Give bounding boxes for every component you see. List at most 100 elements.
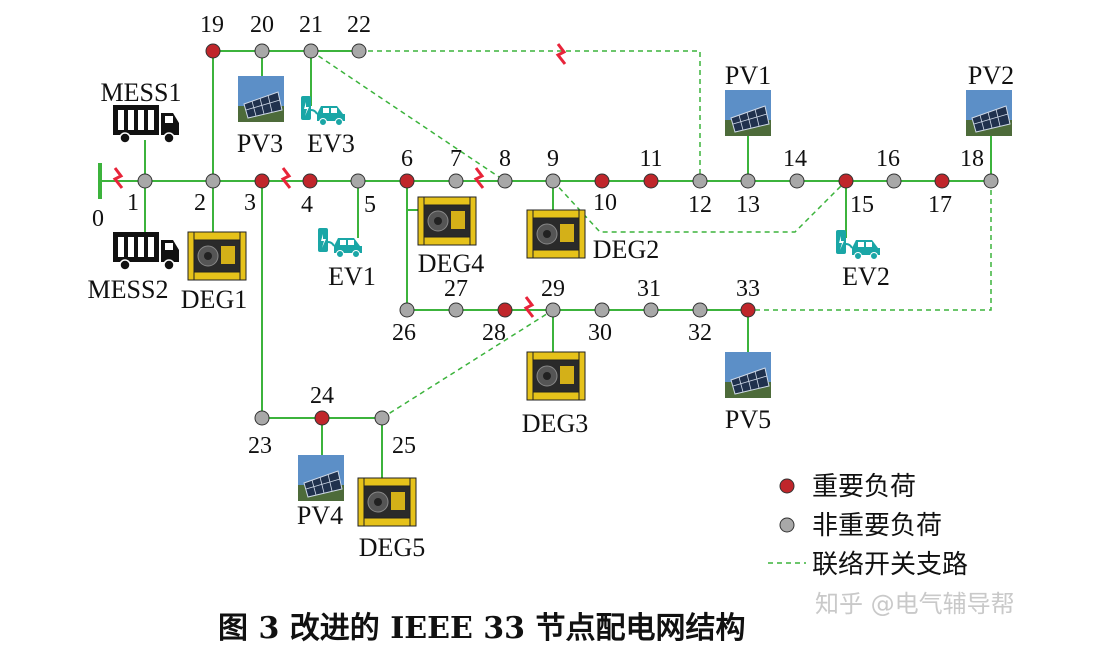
tie-branch-21-8 [310,50,506,182]
figure-caption: 图 3 改进的 IEEE 33 节点配电网结构 [218,611,745,646]
bus-node-15 [838,173,854,189]
tie-branch-25-29 [381,309,554,419]
truck-icon-mess1 [112,104,180,144]
bus-node-27 [448,302,464,318]
legend-normal-marker [779,517,795,533]
bus-node-33 [740,302,756,318]
component-label-pv5: PV5 [725,405,771,434]
node-label-6: 6 [401,146,413,172]
bus-node-29 [545,302,561,318]
fault-icon-3-4 [281,166,292,190]
bus-node-1 [137,173,153,189]
node-label-25: 25 [392,433,416,459]
legend-important-label: 重要负荷 [812,472,916,502]
component-label-mess2: MESS2 [88,275,169,304]
tie-branch-9-15 [552,180,847,233]
bus-node-9 [545,173,561,189]
truck-icon-mess2 [112,231,180,271]
bus-node-21 [303,43,319,59]
watermark: 知乎 @电气辅导帮 [815,590,1015,618]
node-label-12: 12 [688,192,712,218]
bus-node-4 [302,173,318,189]
node-label-31: 31 [637,276,661,302]
node-label-11: 11 [639,146,662,172]
legend: 重要负荷 非重要负荷 联络开关支路 [768,472,968,580]
component-label-ev3: EV3 [307,129,355,158]
pv-icon-pv2 [965,89,1013,137]
component-label-pv4: PV4 [297,501,343,530]
pv-icon-pv4 [297,454,345,502]
node-label-1: 1 [127,190,139,216]
bus-nodes [98,43,999,426]
fault-icon-22-12 [556,42,567,66]
pv-icon-pv1 [724,89,772,137]
generator-icon-deg1 [187,231,247,281]
legend-normal-label: 非重要负荷 [812,511,942,541]
node-label-15: 15 [850,192,874,218]
bus-node-3 [254,173,270,189]
legend-tie-label: 联络开关支路 [812,550,968,580]
component-label-ev1: EV1 [328,262,376,291]
generator-icon-deg2 [526,209,586,259]
bus-node-26 [399,302,415,318]
node-label-22: 22 [347,12,371,38]
node-label-14: 14 [783,146,807,172]
network-branches [100,50,991,419]
node-label-24: 24 [310,383,334,409]
node-label-19: 19 [200,12,224,38]
fault-icon-28-29 [524,295,535,319]
node-label-9: 9 [547,146,559,172]
generator-icon-deg5 [357,477,417,527]
node-label-27: 27 [444,276,468,302]
node-label-20: 20 [250,12,274,38]
bus-node-30 [594,302,610,318]
component-label-deg2: DEG2 [593,235,659,264]
node-label-32: 32 [688,320,712,346]
generator-icon-deg3 [526,351,586,401]
bus-node-10 [594,173,610,189]
node-label-29: 29 [541,276,565,302]
component-label-deg5: DEG5 [359,533,425,562]
component-label-pv3: PV3 [237,129,283,158]
bus-node-20 [254,43,270,59]
component-label-pv1: PV1 [725,61,771,90]
bus-node-22 [351,43,367,59]
node-label-28: 28 [482,320,506,346]
bus-node-13 [740,173,756,189]
node-label-30: 30 [588,320,612,346]
node-label-18: 18 [960,146,984,172]
legend-important-marker [779,478,795,494]
node-label-7: 7 [450,146,462,172]
node-label-3: 3 [244,190,256,216]
node-label-33: 33 [736,276,760,302]
bus-node-31 [643,302,659,318]
component-label-deg4: DEG4 [418,249,484,278]
pv-icon-pv5 [724,351,772,399]
node-label-5: 5 [364,192,376,218]
bus-node-23 [254,410,270,426]
fault-icon-7-8 [474,166,485,190]
bus-node-17 [934,173,950,189]
bus-node-28 [497,302,513,318]
node-label-0: 0 [92,206,104,232]
node-label-17: 17 [928,192,952,218]
bus-node-32 [692,302,708,318]
bus-node-19 [205,43,221,59]
bus-node-25 [374,410,390,426]
node-label-26: 26 [392,320,416,346]
bus-node-14 [789,173,805,189]
component-links [144,51,992,478]
bus-node-2 [205,173,221,189]
component-link-deg4 [406,181,418,211]
ev-icon-ev2 [835,229,881,261]
node-label-8: 8 [499,146,511,172]
component-label-deg1: DEG1 [181,285,247,314]
node-label-2: 2 [194,190,206,216]
node-label-10: 10 [593,190,617,216]
component-label-ev2: EV2 [842,262,890,291]
tie-branch-22-12 [359,50,701,181]
node-label-23: 23 [248,433,272,459]
